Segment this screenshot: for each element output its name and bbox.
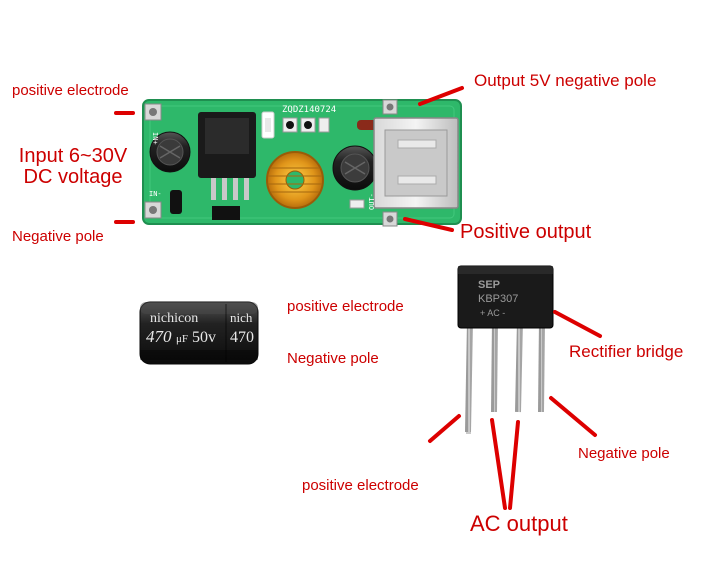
- pointer-ac-output-right: [508, 420, 520, 510]
- label-input-voltage-line1: Input 6~30V: [18, 145, 128, 167]
- label-capacitor-positive-electrode: positive electrode: [287, 298, 404, 315]
- capacitor-value-back: 470: [230, 329, 254, 346]
- label-board-positive-electrode: positive electrode: [12, 82, 129, 99]
- capacitor-brand: nichicon: [150, 311, 198, 326]
- capacitor-voltage: 50v: [192, 329, 216, 346]
- label-bridge-negative-pole: Negative pole: [578, 445, 670, 462]
- pointer-lines: [114, 86, 602, 510]
- label-bridge-positive-electrode: positive electrode: [302, 477, 419, 494]
- pad-in-plus-label: IN+: [151, 132, 159, 145]
- pad-out-minus-label: OUT-: [368, 193, 376, 210]
- pointer-bridge-positive: [428, 414, 461, 443]
- bridge-rectifier: [457, 265, 554, 434]
- capacitor-unit: μF: [176, 333, 188, 345]
- pad-in-minus-label: IN-: [149, 190, 162, 198]
- bridge-pin-marks: + AC -: [480, 308, 505, 318]
- label-rectifier-bridge: Rectifier bridge: [569, 342, 684, 361]
- pad-out-plus-label: OUT+: [380, 92, 397, 100]
- bridge-model: KBP307: [478, 293, 518, 305]
- label-board-negative-pole: Negative pole: [12, 228, 104, 245]
- label-input-voltage-line2: DC voltage: [23, 166, 123, 188]
- label-capacitor-negative-pole: Negative pole: [287, 350, 379, 367]
- buck-converter-board: [142, 99, 462, 227]
- label-ac-output: AC output: [470, 511, 568, 536]
- electrolytic-capacitor: [139, 301, 404, 365]
- pointer-bridge-negative: [549, 396, 597, 437]
- pointer-output-negative: [418, 86, 464, 106]
- pointer-positive-output: [403, 217, 454, 232]
- bridge-logo: SEP: [478, 279, 500, 291]
- pointer-rectifier-bridge: [553, 310, 602, 338]
- label-output-5v-negative-pole: Output 5V negative pole: [474, 71, 657, 90]
- label-positive-output: Positive output: [460, 221, 592, 243]
- capacitor-brand-back: nich: [230, 310, 253, 325]
- pointer-ac-output-left: [490, 418, 507, 510]
- capacitor-value: 470: [146, 327, 172, 346]
- board-code: ZQDZ140724: [282, 105, 336, 115]
